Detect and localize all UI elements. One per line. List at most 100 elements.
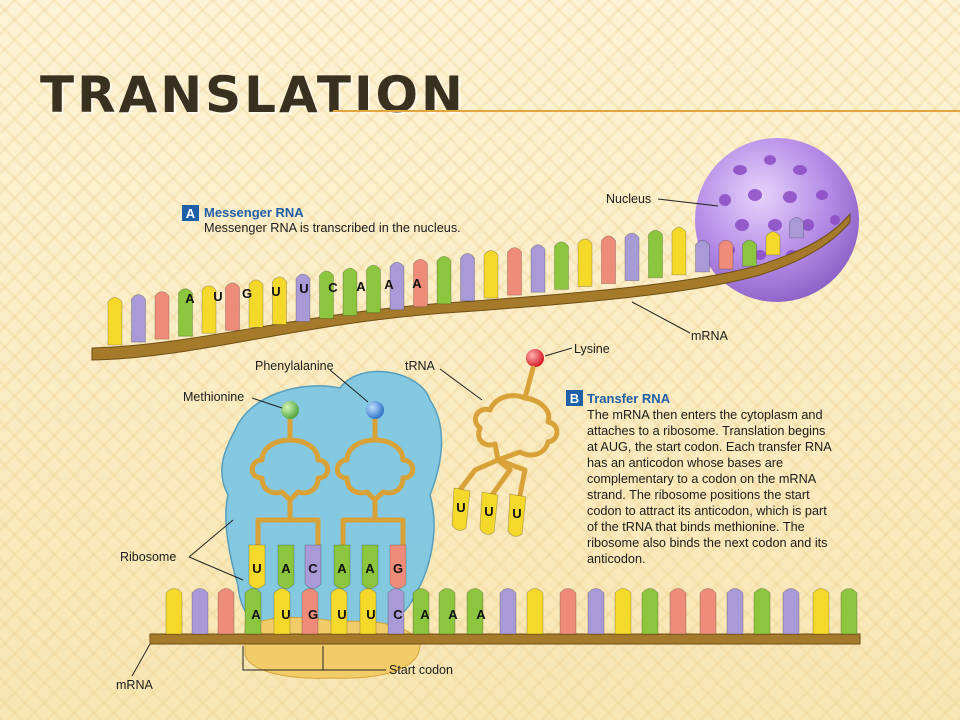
panel-a-text: Messenger RNA is transcribed in the nucl… (204, 221, 461, 235)
top-base (295, 273, 311, 322)
top-base (248, 279, 264, 328)
top-base (695, 239, 710, 273)
anticodon-base (304, 544, 322, 589)
bottom-base (330, 588, 348, 635)
trna-methionine (249, 409, 331, 551)
anticodon-base (248, 544, 266, 589)
top-base (718, 239, 734, 270)
label-trna: tRNA (405, 359, 436, 373)
label-ribosome: Ribosome (120, 550, 176, 564)
anticodon-letter: A (281, 561, 291, 576)
label-nucleus: Nucleus (606, 192, 651, 206)
label-methionine: Methionine (183, 390, 244, 404)
label-mrna-top: mRNA (691, 329, 728, 343)
lysine-ball (526, 349, 544, 367)
top-mrna-bases (107, 217, 804, 346)
top-base (107, 297, 123, 346)
panel-b-badge: B (570, 391, 579, 406)
bottom-base (641, 588, 659, 635)
top-base (460, 253, 475, 302)
bottom-base (726, 588, 744, 635)
panel-b-badge-box (566, 390, 583, 406)
top-base (601, 235, 616, 284)
bottom-base-letter: U (281, 607, 290, 622)
top-base (624, 232, 640, 282)
bottom-base (466, 588, 484, 635)
bottom-mrna-bases (165, 588, 858, 635)
anticodon-base (361, 544, 379, 589)
anticodon-letter: C (308, 561, 318, 576)
bottom-base (753, 588, 771, 635)
bottom-base-letter: A (420, 607, 430, 622)
top-base-letter: U (271, 284, 280, 299)
top-base (225, 282, 240, 331)
anticodon-base (333, 544, 351, 589)
bottom-base (526, 588, 544, 635)
panel-b-line: attaches to a ribosome. Translation begi… (587, 424, 825, 438)
panel-b-line: anticodon. (587, 552, 646, 566)
bottom-base-letter: C (393, 607, 403, 622)
top-base-letter: A (356, 279, 366, 294)
bottom-base (699, 588, 717, 635)
anticodon-letter: U (252, 561, 261, 576)
panel-b-line: complementary to a codon on the mRNA (587, 472, 817, 486)
top-base (530, 244, 546, 293)
bottom-base (387, 588, 405, 635)
free-trna-base (451, 487, 471, 531)
free-trna-letter: U (484, 504, 493, 519)
panel-b-line: The mRNA then enters the cytoplasm and (587, 408, 823, 422)
top-base (554, 241, 569, 290)
top-base (577, 238, 593, 287)
free-trna (457, 365, 560, 498)
label-mrna-bottom: mRNA (116, 678, 153, 692)
top-base-letter: C (328, 280, 338, 295)
top-base (671, 226, 687, 276)
bottom-base (191, 588, 209, 635)
ribosome (221, 370, 443, 642)
top-base (319, 270, 334, 319)
top-base (342, 267, 358, 317)
bottom-mrna-backbone (149, 633, 861, 645)
anticodon-letter: G (393, 561, 403, 576)
panel-a-badge-box (182, 205, 199, 221)
bottom-base (587, 588, 605, 635)
panel-b-heading: Transfer RNA (587, 391, 671, 406)
top-base (413, 258, 428, 308)
panel-a-badge: A (186, 206, 196, 221)
top-base (507, 247, 522, 296)
label-start-codon: Start codon (389, 663, 453, 677)
slide-title: TRANSLATION (40, 66, 466, 124)
top-base (483, 250, 499, 299)
anticodon-base (389, 544, 407, 589)
top-base (648, 229, 663, 279)
bottom-base (840, 588, 858, 635)
leader-lines (131, 198, 719, 677)
top-base-letter: G (242, 286, 252, 301)
top-base-letter: A (384, 277, 394, 292)
free-trna-base (479, 491, 499, 535)
bottom-base-letter: A (251, 607, 261, 622)
nucleus (695, 138, 859, 302)
bottom-base (614, 588, 632, 635)
bottom-base (412, 588, 430, 635)
anticodon-letter: A (337, 561, 347, 576)
trna-phenylalanine (334, 409, 416, 551)
bottom-base (301, 588, 319, 635)
panel-a-heading: Messenger RNA (204, 205, 304, 220)
top-base-letter: U (213, 289, 222, 304)
top-base (765, 231, 781, 256)
top-base (272, 276, 287, 325)
top-base (154, 291, 170, 340)
top-base-letter: U (299, 281, 308, 296)
panel-b-line: strand. The ribosome positions the start (587, 488, 810, 502)
free-trna-base (507, 493, 527, 537)
bottom-base (438, 588, 456, 635)
panel-b-line: of the tRNA that binds methionine. The (587, 520, 805, 534)
top-base (366, 264, 381, 314)
panel-b-line: has an anticodon whose bases are (587, 456, 783, 470)
